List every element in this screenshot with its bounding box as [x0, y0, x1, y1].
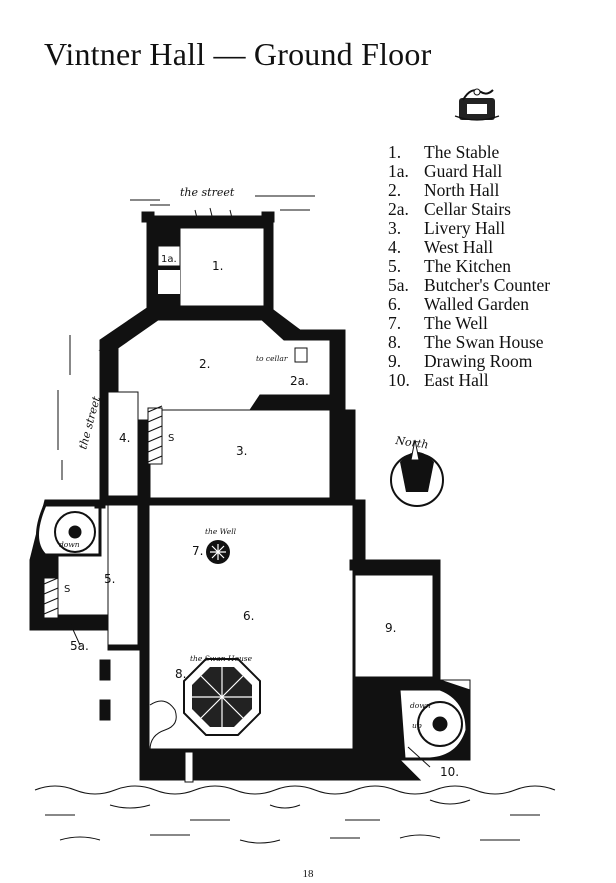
legend-item: 10. East Hall — [388, 371, 550, 390]
legend-number: 2a. — [388, 199, 409, 219]
legend-item: 8. The Swan House — [388, 333, 550, 352]
room-label-10: 10. — [440, 765, 459, 779]
room-label-7: 7. — [192, 544, 203, 558]
legend-room-name: The Swan House — [424, 332, 544, 352]
well-icon — [206, 540, 230, 564]
swan-house-label: the Swan House — [190, 654, 253, 663]
room-label-2: 2. — [199, 357, 210, 371]
legend-number: 8. — [388, 332, 402, 352]
compass-label: North — [394, 434, 429, 452]
legend-item: 6. Walled Garden — [388, 295, 550, 314]
stairs-mark-kitchen: S — [64, 584, 70, 595]
well-label: the Well — [205, 527, 237, 536]
swan-emblem-icon — [454, 88, 500, 121]
legend-item: 5a. Butcher's Counter — [388, 276, 550, 295]
legend-number: 10. — [388, 370, 410, 390]
legend-room-name: The Well — [424, 313, 488, 333]
legend-number: 1a. — [388, 161, 409, 181]
legend-number: 4. — [388, 237, 402, 257]
stairs-mark-west-hall: S — [168, 433, 174, 444]
legend-room-name: Butcher's Counter — [424, 275, 551, 295]
legend-room-name: Livery Hall — [424, 218, 506, 238]
legend-number: 3. — [388, 218, 402, 238]
legend-item: 9. Drawing Room — [388, 352, 550, 371]
legend-item: 5. The Kitchen — [388, 257, 550, 276]
room-label-1: 1. — [212, 259, 223, 273]
legend-room-name: The Stable — [424, 142, 500, 162]
legend-number: 5. — [388, 256, 402, 276]
legend-number: 6. — [388, 294, 402, 314]
stair-down-east: down — [410, 701, 431, 710]
legend-item: 4. West Hall — [388, 238, 550, 257]
room-label-9: 9. — [385, 621, 396, 635]
room-label-4: 4. — [119, 431, 130, 445]
stair-up-east: up — [412, 721, 422, 730]
room-label-5: 5. — [104, 572, 115, 586]
legend-number: 1. — [388, 142, 402, 162]
legend-item: 2. North Hall — [388, 181, 550, 200]
north-compass-icon — [390, 439, 444, 507]
legend-room-name: The Kitchen — [424, 256, 511, 276]
street-left — [57, 335, 71, 480]
legend-room-name: West Hall — [424, 237, 494, 257]
legend-room-name: Cellar Stairs — [424, 199, 511, 219]
to-cellar-label: to cellar — [256, 354, 288, 363]
legend-room-name: Drawing Room — [424, 351, 533, 371]
page-number: 18 — [302, 868, 314, 880]
legend-room-name: Guard Hall — [424, 161, 503, 181]
legend-number: 7. — [388, 313, 402, 333]
room-label-3: 3. — [236, 444, 247, 458]
room-label-8: 8. — [175, 667, 186, 681]
legend-room-name: Walled Garden — [424, 294, 529, 314]
room-label-6: 6. — [243, 609, 254, 623]
street-top-label: the street — [180, 186, 235, 199]
legend-item: 1a. Guard Hall — [388, 162, 550, 181]
legend-number: 2. — [388, 180, 402, 200]
legend-item: 7. The Well — [388, 314, 550, 333]
room-label-1a: 1a. — [161, 254, 177, 265]
swan-house-icon — [183, 658, 261, 736]
room-label-5a: 5a. — [70, 639, 89, 653]
legend-number: 5a. — [388, 275, 409, 295]
legend-item: 3. Livery Hall — [388, 219, 550, 238]
legend-item: 2a. Cellar Stairs — [388, 200, 550, 219]
legend-item: 1. The Stable — [388, 143, 550, 162]
room-label-2a: 2a. — [290, 374, 309, 388]
stair-down-west: down — [59, 540, 80, 549]
legend-room-name: East Hall — [424, 370, 489, 390]
legend-number: 9. — [388, 351, 402, 371]
street-top — [130, 195, 315, 219]
street-left-label: the street — [76, 394, 103, 450]
river — [34, 785, 556, 844]
page-title: Vintner Hall — Ground Floor — [44, 36, 432, 72]
legend-room-name: North Hall — [424, 180, 500, 200]
